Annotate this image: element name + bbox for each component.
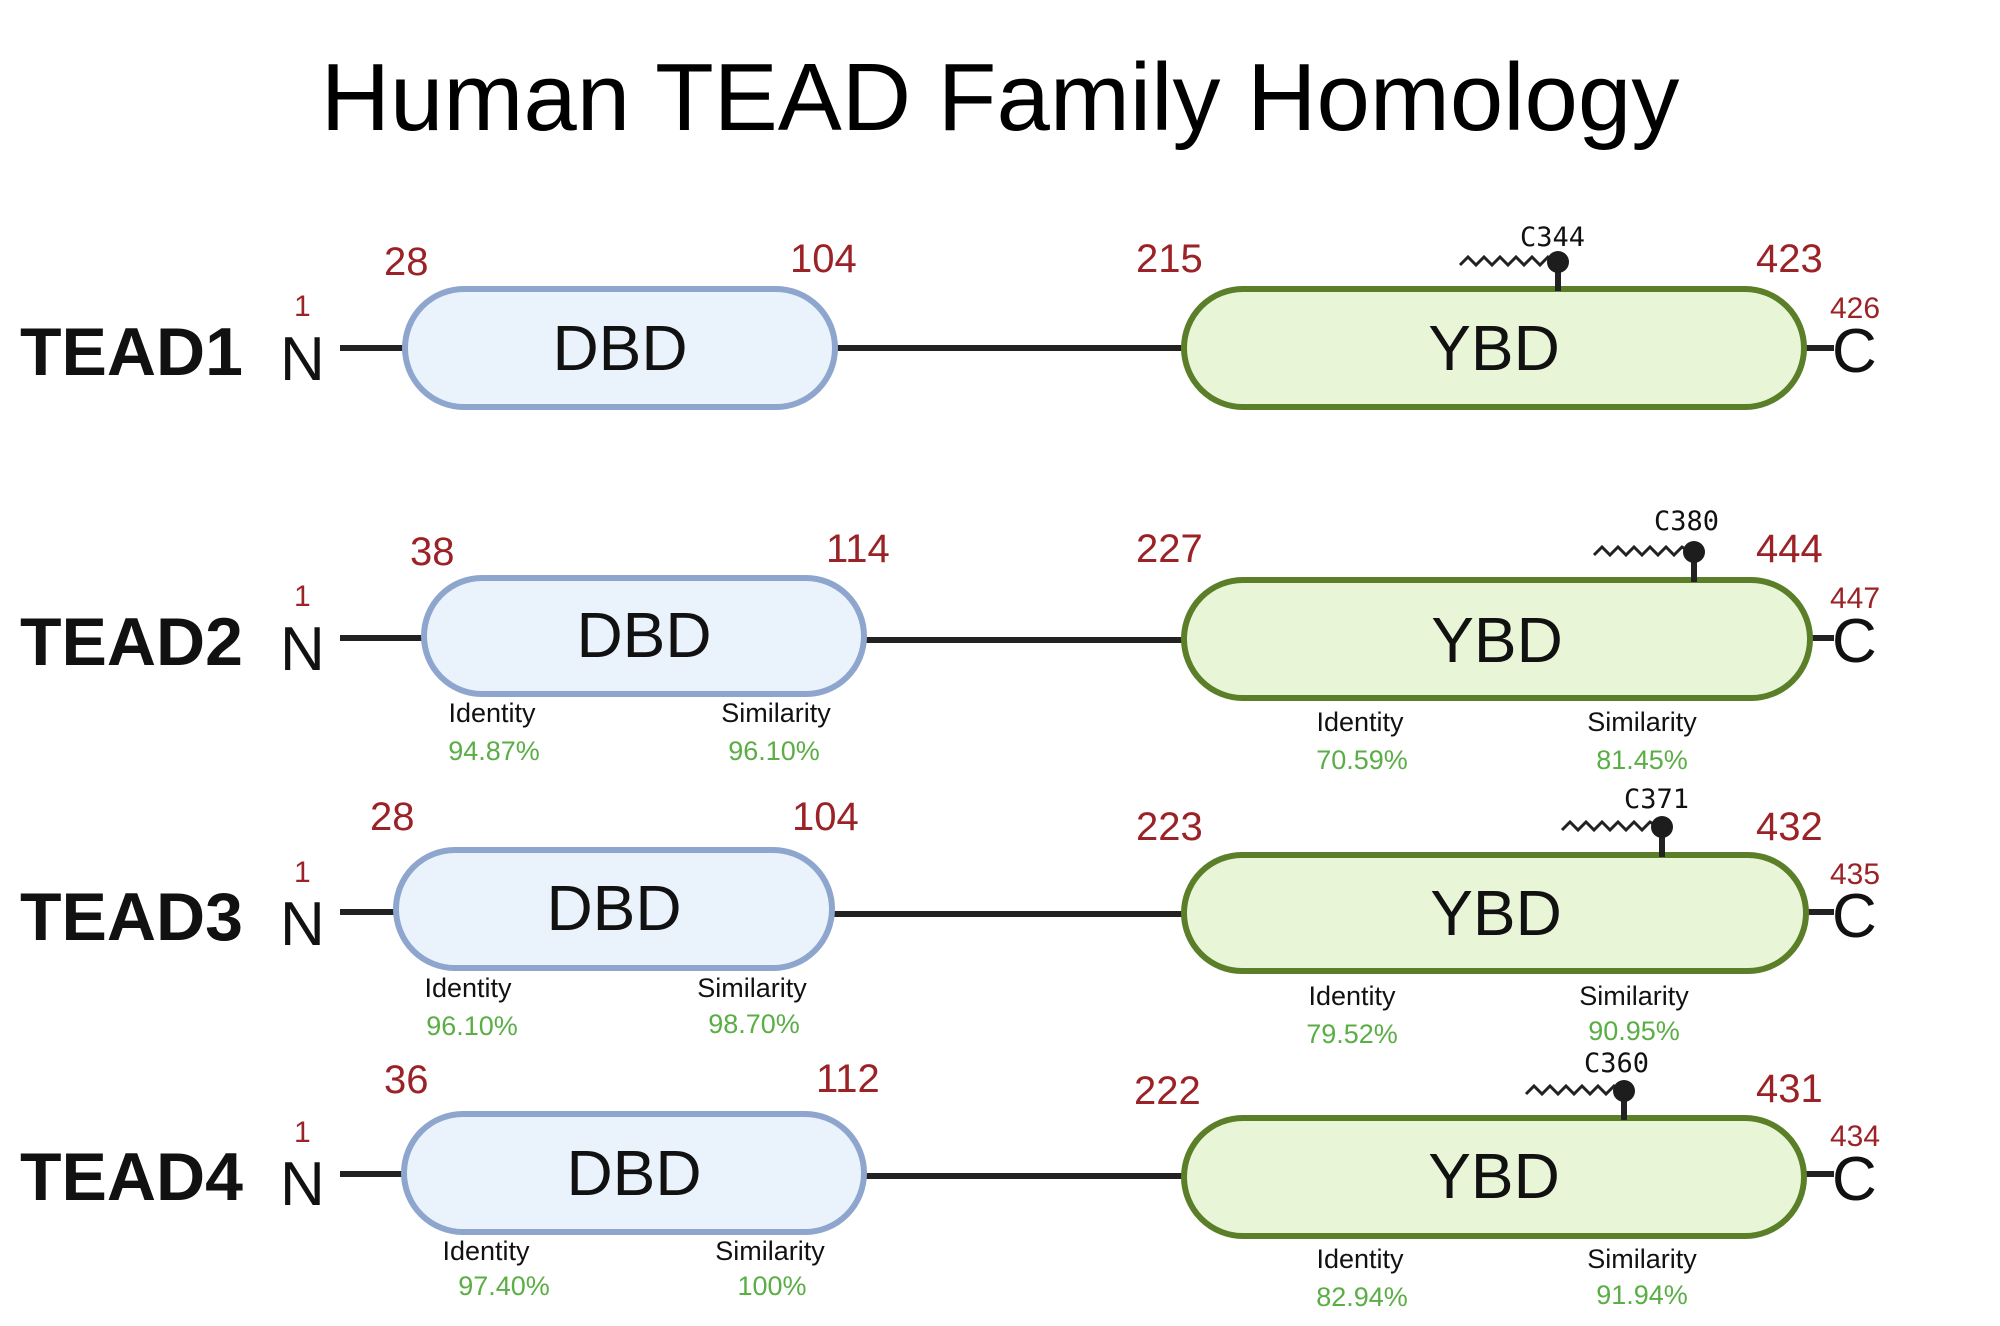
tead1-row: TEAD1 1 N 28 104 DBD 215 423 YBD C344 42… <box>20 222 1880 410</box>
ybd-end-position: 432 <box>1756 805 1823 849</box>
ybd-similarity-value: 91.94% <box>1596 1280 1688 1310</box>
cysteine-bulb-icon <box>1613 1080 1635 1102</box>
start-position: 1 <box>294 290 311 323</box>
c-terminus: C <box>1832 882 1877 951</box>
dbd-identity-label: Identity <box>448 698 536 728</box>
ybd-end-position: 444 <box>1756 527 1823 571</box>
dbd-similarity-value: 98.70% <box>708 1009 800 1039</box>
dbd-similarity-value: 96.10% <box>728 736 820 766</box>
ybd-end-position: 423 <box>1756 237 1823 281</box>
end-position: 435 <box>1830 858 1880 891</box>
cysteine-bulb-icon <box>1547 251 1569 273</box>
dbd-label: DBD <box>552 312 687 384</box>
cysteine-bulb-icon <box>1683 541 1705 563</box>
ybd-similarity-label: Similarity <box>1587 1244 1697 1274</box>
protein-name: TEAD1 <box>20 314 243 390</box>
dbd-domain <box>393 847 835 971</box>
dbd-similarity-label: Similarity <box>721 698 831 728</box>
palmitoylation-site: C360 <box>1524 1048 1649 1120</box>
protein-name: TEAD3 <box>20 879 243 955</box>
ybd-identity-value: 79.52% <box>1306 1019 1398 1049</box>
dbd-end-position: 114 <box>826 527 890 571</box>
c-terminus: C <box>1832 607 1877 676</box>
ybd-domain <box>1181 852 1809 974</box>
dbd-identity-label: Identity <box>442 1236 530 1266</box>
ybd-label: YBD <box>1431 604 1563 676</box>
ybd-similarity-label: Similarity <box>1579 981 1689 1011</box>
dbd-domain <box>402 286 838 410</box>
dbd-similarity-value: 100% <box>737 1271 806 1301</box>
palmitoylation-site: C344 <box>1458 222 1585 291</box>
ybd-similarity-value: 81.45% <box>1596 745 1688 775</box>
protein-name: TEAD4 <box>20 1139 243 1215</box>
c-terminus: C <box>1832 1145 1877 1214</box>
dbd-end-position: 104 <box>790 237 857 281</box>
cysteine-label: C344 <box>1520 222 1585 253</box>
ybd-label: YBD <box>1428 312 1560 384</box>
cysteine-label: C380 <box>1654 506 1719 537</box>
ybd-identity-label: Identity <box>1308 981 1396 1011</box>
dbd-similarity-label: Similarity <box>697 973 807 1003</box>
dbd-domain <box>421 575 867 697</box>
end-position: 434 <box>1830 1120 1880 1153</box>
dbd-identity-value: 94.87% <box>448 736 540 766</box>
ybd-start-position: 215 <box>1136 237 1203 281</box>
tead3-row: TEAD3 1 N 28 104 DBD Identity 96.10% Sim… <box>20 784 1880 1049</box>
dbd-label: DBD <box>566 1137 701 1209</box>
ybd-similarity-label: Similarity <box>1587 707 1697 737</box>
cysteine-bulb-icon <box>1651 816 1673 838</box>
tead4-row: TEAD4 1 N 36 112 DBD Identity 97.40% Sim… <box>20 1048 1880 1312</box>
dbd-identity-label: Identity <box>424 973 512 1003</box>
ybd-identity-value: 82.94% <box>1316 1282 1408 1312</box>
dbd-start-position: 38 <box>410 530 455 574</box>
ybd-identity-value: 70.59% <box>1316 745 1408 775</box>
dbd-similarity-label: Similarity <box>715 1236 825 1266</box>
diagram-title: Human TEAD Family Homology <box>321 44 1680 151</box>
lipid-chain-icon <box>1560 819 1659 833</box>
lipid-chain-icon <box>1592 544 1691 558</box>
lipid-chain-icon <box>1524 1083 1621 1097</box>
ybd-identity-label: Identity <box>1316 1244 1404 1274</box>
dbd-label: DBD <box>576 599 711 671</box>
palmitoylation-site: C371 <box>1560 784 1689 857</box>
dbd-end-position: 112 <box>816 1057 880 1101</box>
dbd-domain <box>401 1111 867 1235</box>
dbd-identity-value: 96.10% <box>426 1011 518 1041</box>
n-terminus: N <box>280 890 325 959</box>
ybd-domain <box>1181 577 1813 701</box>
ybd-label: YBD <box>1428 1140 1560 1212</box>
dbd-start-position: 28 <box>370 795 415 839</box>
n-terminus: N <box>280 325 325 394</box>
dbd-start-position: 36 <box>384 1058 429 1102</box>
dbd-end-position: 104 <box>792 795 859 839</box>
ybd-domain <box>1181 286 1807 410</box>
palmitoylation-site: C380 <box>1592 506 1719 582</box>
ybd-domain <box>1181 1115 1807 1239</box>
n-terminus: N <box>280 615 325 684</box>
dbd-label: DBD <box>546 872 681 944</box>
c-terminus: C <box>1832 317 1877 386</box>
ybd-identity-label: Identity <box>1316 707 1404 737</box>
lipid-chain-icon <box>1458 254 1557 268</box>
ybd-start-position: 222 <box>1134 1069 1201 1113</box>
protein-name: TEAD2 <box>20 604 243 680</box>
start-position: 1 <box>294 1116 311 1149</box>
ybd-similarity-value: 90.95% <box>1588 1016 1680 1046</box>
start-position: 1 <box>294 580 311 613</box>
start-position: 1 <box>294 856 311 889</box>
cysteine-label: C360 <box>1584 1048 1649 1079</box>
tead2-row: TEAD2 1 N 38 114 DBD Identity 94.87% Sim… <box>20 506 1880 775</box>
cysteine-label: C371 <box>1624 784 1689 815</box>
end-position: 447 <box>1830 582 1880 615</box>
dbd-start-position: 28 <box>384 240 429 284</box>
ybd-label: YBD <box>1430 877 1562 949</box>
n-terminus: N <box>280 1150 325 1219</box>
ybd-end-position: 431 <box>1756 1067 1823 1111</box>
ybd-start-position: 223 <box>1136 805 1203 849</box>
ybd-start-position: 227 <box>1136 527 1203 571</box>
end-position: 426 <box>1830 292 1880 325</box>
dbd-identity-value: 97.40% <box>458 1271 550 1301</box>
